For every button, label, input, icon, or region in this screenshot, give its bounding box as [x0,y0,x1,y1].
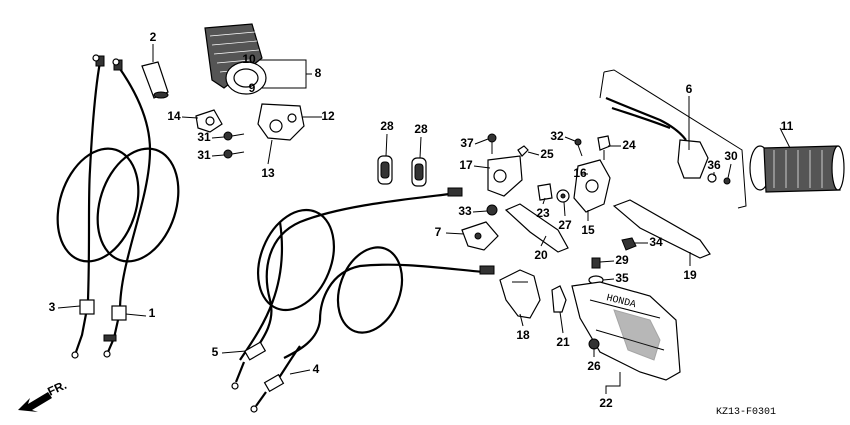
callout-11: 11 [781,119,794,133]
callout-14: 14 [167,109,181,123]
callout-23: 23 [536,206,550,220]
callout-13: 13 [261,166,275,180]
callout-1: 1 [149,306,156,320]
callout-19: 19 [683,268,697,282]
callout-28: 28 [380,119,394,133]
callout-32: 32 [550,129,564,143]
brake-lever-assembly [556,135,711,285]
callout-7: 7 [435,225,442,239]
callout-25: 25 [540,147,554,161]
hand-guard-22: HONDA [571,281,681,381]
callout-labels: 1234567891011121314151617181920212223242… [49,30,794,410]
callout-15: 15 [581,223,595,237]
direction-label: FR. [45,378,68,399]
callout-10: 10 [242,52,256,66]
callout-3: 3 [49,300,56,314]
diagram-code: KZ13-F0301 [716,407,776,418]
callout-34: 34 [649,235,663,249]
callout-17: 17 [459,158,473,172]
lever-boot-18 [499,269,567,319]
leader-lines [57,44,791,394]
clutch-lever-assembly [461,133,569,253]
callout-6: 6 [686,82,693,96]
callout-5: 5 [212,345,219,359]
callout-29: 29 [615,253,629,267]
callout-27: 27 [558,218,572,232]
clamps-28 [377,155,427,187]
callout-24: 24 [622,138,636,152]
callout-35: 35 [615,271,629,285]
throttle-cables [56,54,180,359]
callout-36: 36 [707,158,721,172]
callout-37: 37 [460,136,474,150]
callout-22: 22 [599,396,613,410]
screws-31 [223,131,245,159]
right-grip-11 [749,145,845,193]
callout-8: 8 [315,66,322,80]
callout-4: 4 [313,362,320,376]
callout-31: 31 [197,148,211,162]
callout-16: 16 [573,166,587,180]
callout-9: 9 [249,81,256,95]
callout-18: 18 [516,328,530,342]
callout-12: 12 [321,109,335,123]
callout-21: 21 [556,335,570,349]
switch-assembly-6 [599,69,747,209]
front-arrow-icon [18,392,52,412]
callout-20: 20 [534,248,548,262]
clutch-cables [231,187,495,413]
callout-2: 2 [150,30,157,44]
throttle-grip-assembly [195,23,305,141]
callout-26: 26 [587,359,601,373]
callout-31: 31 [197,130,211,144]
throttle-sleeve [141,61,169,99]
callout-30: 30 [724,149,738,163]
callout-33: 33 [458,204,472,218]
callout-28: 28 [414,122,428,136]
